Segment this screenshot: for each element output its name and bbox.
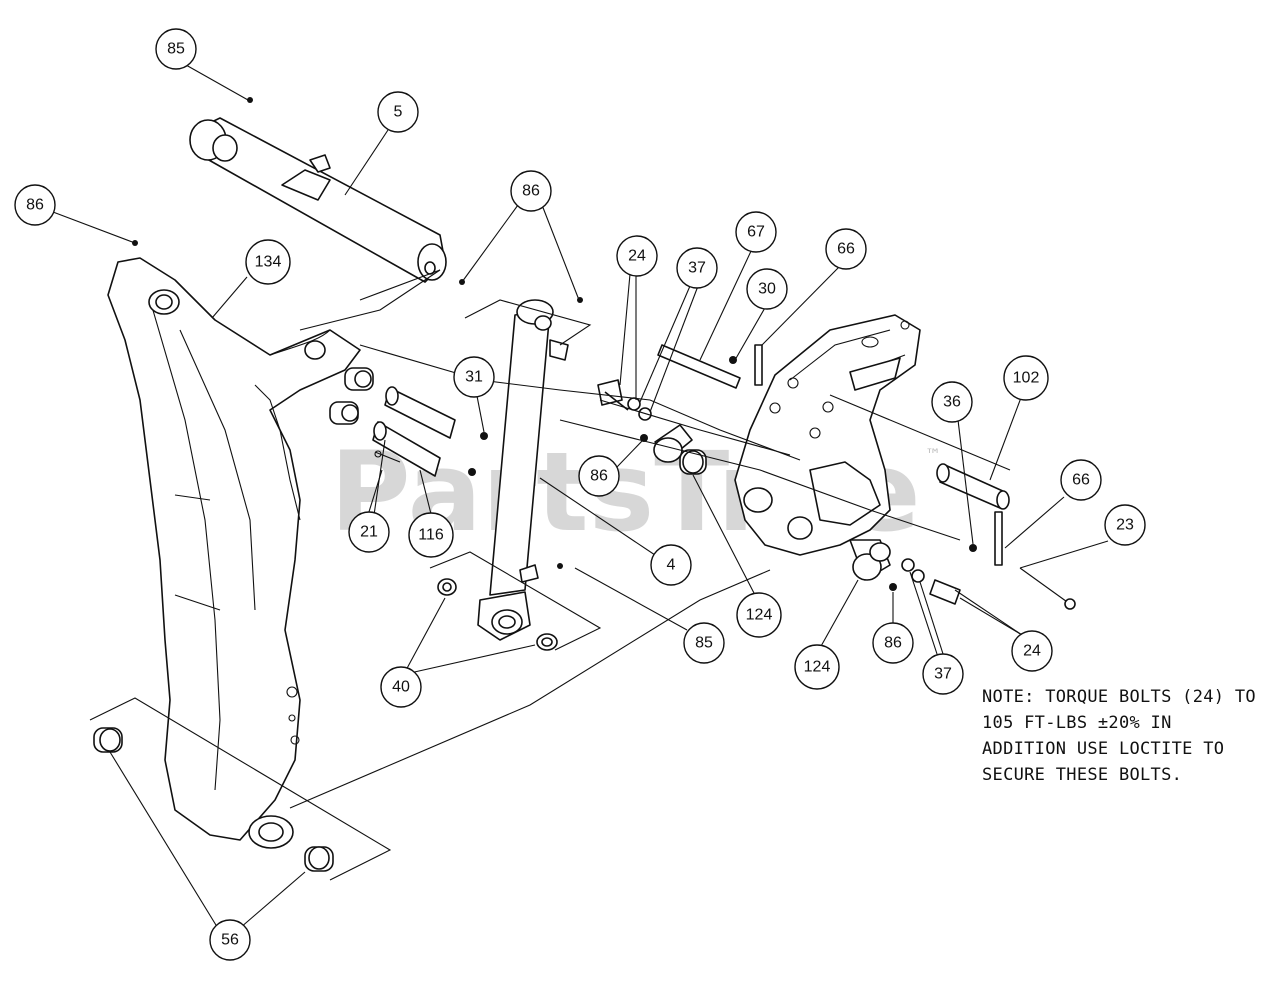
washers-40 xyxy=(437,578,558,651)
note-line-4: SECURE THESE BOLTS. xyxy=(982,765,1183,785)
callout-37-bottom: 37 xyxy=(922,653,964,695)
mount-bracket xyxy=(734,314,921,556)
arm-bushings xyxy=(329,367,374,425)
callout-label: 86 xyxy=(26,197,44,214)
callout-label: 4 xyxy=(667,557,676,574)
callout-label: 86 xyxy=(522,183,540,200)
note-line-3: ADDITION USE LOCTITE TO xyxy=(982,739,1225,759)
callout-40: 40 xyxy=(380,666,422,708)
callout-124-mid: 124 xyxy=(736,592,782,638)
callout-24-top: 24 xyxy=(616,235,658,277)
callout-66-right: 66 xyxy=(1060,459,1102,501)
callout-label: 24 xyxy=(628,248,646,265)
callout-label: 66 xyxy=(1072,472,1090,489)
callout-label: 124 xyxy=(746,607,773,624)
callout-23: 23 xyxy=(1104,504,1146,546)
callout-102: 102 xyxy=(1003,355,1049,401)
callout-21: 21 xyxy=(348,511,390,553)
callout-label: 5 xyxy=(394,104,403,121)
torque-note: NOTE: TORQUE BOLTS (24) TO 105 FT-LBS ±2… xyxy=(982,684,1272,788)
callout-label: 31 xyxy=(465,369,483,386)
callout-label: 37 xyxy=(934,666,952,683)
callout-134: 134 xyxy=(245,239,291,285)
cylinder-4 xyxy=(477,299,569,641)
callout-36: 36 xyxy=(931,381,973,423)
note-line-2: 105 FT-LBS ±20% IN xyxy=(982,713,1172,733)
callout-label: 36 xyxy=(943,394,961,411)
callout-label: 24 xyxy=(1023,643,1041,660)
callout-label: 23 xyxy=(1116,517,1134,534)
leader-lines xyxy=(52,64,1109,931)
callout-label: 85 xyxy=(167,41,185,58)
note-line-1: NOTE: TORQUE BOLTS (24) TO xyxy=(982,687,1256,707)
callout-label: 134 xyxy=(255,254,282,271)
callout-85-top: 85 xyxy=(155,28,197,70)
bushings-56 xyxy=(93,727,334,872)
cylinder-5 xyxy=(189,117,447,283)
callout-37-top: 37 xyxy=(676,247,718,289)
callout-label: 40 xyxy=(392,679,410,696)
callout-label: 86 xyxy=(590,468,608,485)
callout-label: 102 xyxy=(1013,370,1040,387)
callout-67: 67 xyxy=(735,211,777,253)
callout-label: 85 xyxy=(695,635,713,652)
bushings-124 xyxy=(653,424,891,581)
callout-label: 56 xyxy=(221,932,239,949)
callout-label: 21 xyxy=(360,524,378,541)
callout-86-bottom: 86 xyxy=(872,622,914,664)
callout-66-top: 66 xyxy=(825,228,867,270)
callout-86-top: 86 xyxy=(510,170,552,212)
callout-label: 86 xyxy=(884,635,902,652)
hardware-24-37 xyxy=(889,558,961,605)
callout-31: 31 xyxy=(453,356,495,398)
assembly-lines xyxy=(89,269,1011,881)
callout-label: 116 xyxy=(418,527,444,544)
pins-21-116 xyxy=(372,386,488,477)
callout-86-left: 86 xyxy=(14,184,56,226)
callout-4: 4 xyxy=(650,544,692,586)
callout-85-bottom: 85 xyxy=(683,622,725,664)
callout-label: 124 xyxy=(804,659,831,676)
watermark-trademark: ™ xyxy=(925,445,941,464)
callout-label: 67 xyxy=(747,224,765,241)
callout-124-bottom: 124 xyxy=(794,644,840,690)
callout-label: 66 xyxy=(837,241,855,258)
loader-arm xyxy=(107,257,361,849)
callout-86-mid: 86 xyxy=(578,455,620,497)
callout-5: 5 xyxy=(377,91,419,133)
callout-30: 30 xyxy=(746,268,788,310)
pin-102 xyxy=(936,463,1010,566)
callout-24-bottom: 24 xyxy=(1011,630,1053,672)
callout-56: 56 xyxy=(209,919,251,961)
callout-label: 37 xyxy=(688,260,706,277)
callout-116: 116 xyxy=(408,512,454,558)
callout-label: 30 xyxy=(758,281,776,298)
